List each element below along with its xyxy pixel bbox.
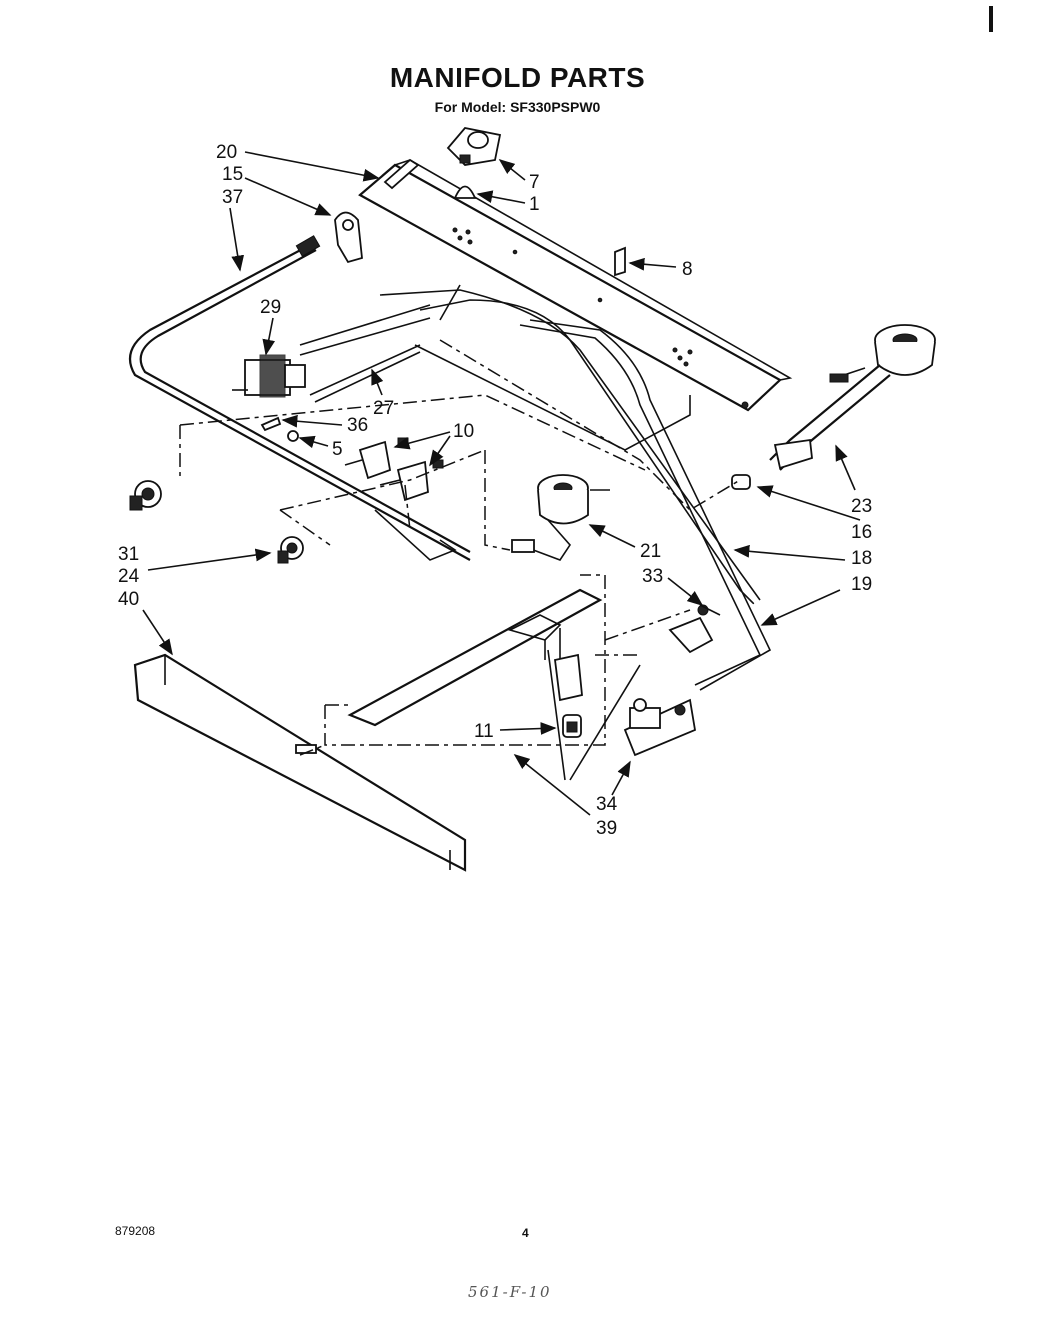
part-36 [260, 416, 282, 432]
callout-7: 7 [529, 172, 540, 193]
valve-29 [232, 354, 306, 398]
leader-lines [142, 151, 861, 816]
kick-panel-40 [133, 653, 467, 872]
document-number: 879208 [115, 1224, 156, 1238]
handwritten-note: 561-F-10 [468, 1283, 552, 1301]
callout-10: 10 [453, 421, 474, 442]
lower-rail [374, 509, 457, 561]
model-subtitle: For Model: SF330PSPW0 [434, 99, 601, 115]
burner-23 [769, 324, 936, 471]
callout-31: 31 [118, 544, 139, 565]
callout-labels: 20 15 37 7 1 8 29 27 36 5 10 31 24 40 23… [118, 142, 872, 839]
callout-11: 11 [474, 721, 494, 742]
knob-24 [277, 536, 304, 564]
callout-40: 40 [118, 589, 139, 610]
orifice-16 [731, 474, 751, 490]
orifice-1 [453, 185, 477, 199]
gas-tube-19 [519, 319, 772, 691]
part-5 [287, 430, 299, 442]
gas-tube-18 [379, 289, 761, 605]
callout-20: 20 [216, 142, 237, 163]
callout-33: 33 [642, 566, 663, 587]
mounting-bracket-15 [334, 211, 363, 264]
top-burner-cap-7 [446, 127, 502, 166]
callout-36: 36 [347, 415, 368, 436]
orifice-11 [554, 653, 583, 738]
gas-tube-27 [299, 304, 431, 403]
callout-37: 37 [222, 187, 243, 208]
callout-16: 16 [851, 522, 872, 543]
callout-19: 19 [851, 574, 872, 595]
callout-15: 15 [222, 164, 243, 185]
page-number: 4 [522, 1226, 529, 1240]
callout-1: 1 [529, 194, 540, 215]
burner-21 [511, 474, 610, 561]
part-33 [668, 604, 721, 654]
callout-23: 23 [851, 496, 872, 517]
page-title: MANIFOLD PARTS [389, 62, 646, 93]
oven-valve-34 [623, 698, 697, 757]
callout-29: 29 [260, 297, 281, 318]
gas-tube-37 [128, 235, 471, 561]
callout-21: 21 [640, 541, 661, 562]
callout-39: 39 [596, 818, 617, 839]
callout-5: 5 [332, 439, 343, 460]
callout-8: 8 [682, 259, 693, 280]
knob-31 [129, 480, 162, 511]
manifold-bar [358, 159, 793, 412]
bracket-20 [383, 158, 420, 190]
callout-34: 34 [596, 794, 618, 815]
clip-8 [614, 246, 626, 277]
callout-18: 18 [851, 548, 872, 569]
manifold-panel [414, 284, 691, 451]
assembly-lines [179, 339, 741, 756]
corner-registration-mark [989, 6, 993, 32]
callout-27: 27 [373, 398, 394, 419]
callout-24: 24 [118, 566, 140, 587]
